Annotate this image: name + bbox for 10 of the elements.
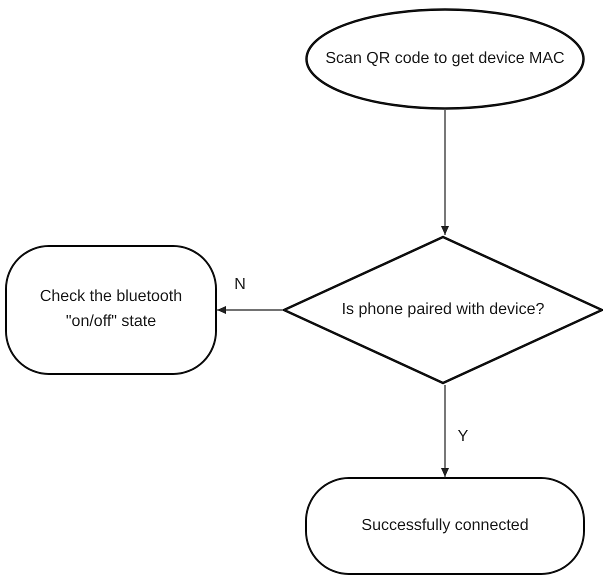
node-text: Scan QR code to get device MAC — [325, 48, 565, 69]
node-text: Is phone paired with device? — [342, 300, 544, 320]
process-box — [5, 245, 217, 375]
arrow — [217, 306, 283, 314]
node-text: Successfully connected — [361, 516, 529, 536]
arrow — [441, 110, 449, 235]
start-ellipse — [305, 8, 585, 110]
node-text: Check the bluetooth "on/off" state — [38, 287, 184, 332]
decision-diamond — [283, 235, 603, 385]
arrow — [441, 385, 449, 477]
